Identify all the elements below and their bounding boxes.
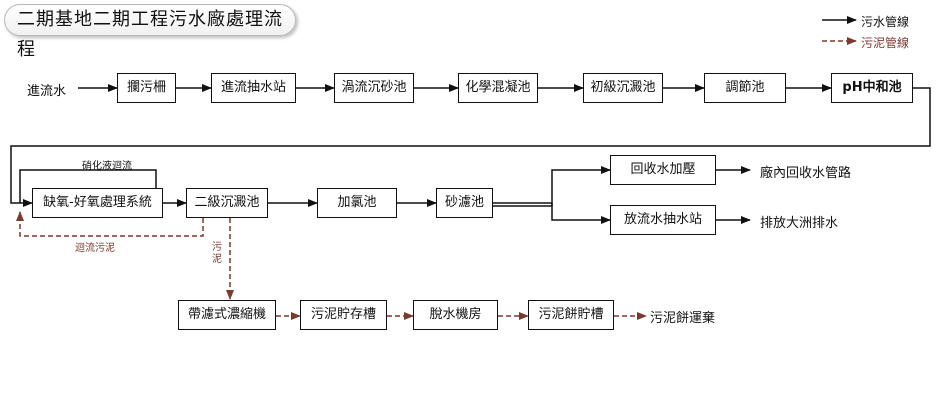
reclaimed-water-booster-box: 回收水加壓 xyxy=(610,155,716,185)
dewatering-room-box: 脫水機房 xyxy=(413,300,498,330)
sludge-storage-tank-box: 污泥貯存槽 xyxy=(300,300,387,330)
return-sludge-label: 迴流污泥 xyxy=(75,243,115,254)
recycle-label: 硝化液迴流 xyxy=(82,161,132,172)
legend-sludge-label: 污泥管線 xyxy=(861,36,910,50)
arrow-branch-upper xyxy=(551,166,611,206)
influent-pump-station-box: 進流抽水站 xyxy=(211,73,296,103)
sludge-cake-disposal-dest: 污泥餅運棄 xyxy=(650,311,716,326)
equalization-tank-box: 調節池 xyxy=(704,73,786,103)
arrow-branch-lower xyxy=(551,203,611,224)
belt-thickener-box: 帶濾式濃縮機 xyxy=(178,300,276,330)
ph-neutralization-box: pH中和池 xyxy=(831,73,913,103)
vortex-grit-chamber-box: 渦流沉砂池 xyxy=(334,73,414,103)
arrow-recycle xyxy=(19,169,157,203)
legend-sewage-label: 污水管線 xyxy=(861,15,910,29)
primary-sedimentation-box: 初級沉澱池 xyxy=(583,73,663,103)
anoxic-oxic-system-box: 缺氧-好氧處理系統 xyxy=(32,188,163,218)
arrow-return-sludge xyxy=(16,211,204,237)
page-title: 二期基地二期工程污水廠處理流程 xyxy=(4,4,296,60)
secondary-sedimentation-box: 二級沉澱池 xyxy=(186,188,268,218)
arrow-wrap xyxy=(10,87,931,207)
discharge-dest: 排放大洲排水 xyxy=(760,216,839,231)
chemical-coagulation-box: 化學混凝池 xyxy=(458,73,538,103)
chlorination-tank-box: 加氯池 xyxy=(317,188,397,218)
effluent-pump-station-box: 放流水抽水站 xyxy=(610,205,716,235)
bar-screen-box: 攔污柵 xyxy=(117,73,176,103)
inflow-label: 進流水 xyxy=(27,84,67,99)
waste-sludge-label: 污泥 xyxy=(212,242,222,265)
sand-filter-box: 砂濾池 xyxy=(436,188,493,218)
reclaimed-water-dest: 廠內回收水管路 xyxy=(760,166,852,181)
sludge-cake-hopper-box: 污泥餅貯槽 xyxy=(528,300,614,330)
